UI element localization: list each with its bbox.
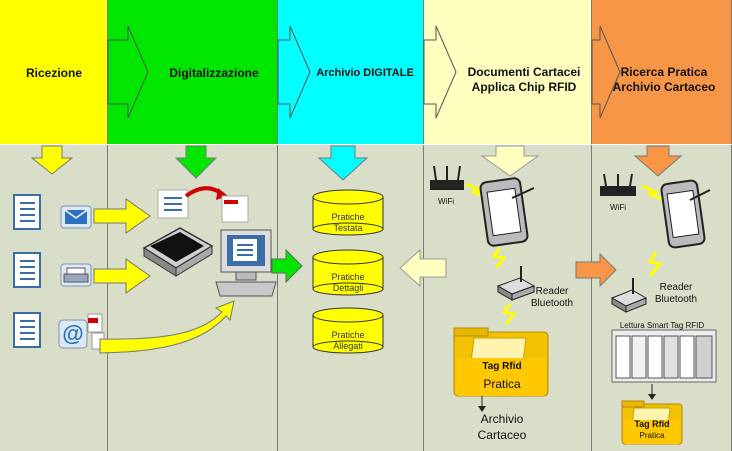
db-testata-line1: Pratiche [331,212,364,222]
header-chevron-4 [591,25,621,119]
arrow-email-to-scanner [93,198,151,234]
tag-rfid-label-2: Tag Rfid [634,419,669,429]
header-label-ricezione: Ricezione [25,66,82,80]
computer-icon [215,229,277,297]
db-allegati-line1: Pratiche [331,330,364,340]
arrow-documenti-to-archive [399,248,447,288]
lightning-3 [501,303,517,325]
lettura-smart-tag-label: Lettura Smart Tag RFID [619,321,705,330]
folder-icon-2 [621,400,683,445]
database-icon-allegati [312,307,384,354]
header-chevron-1 [107,25,149,119]
arrow-documenti-to-ricerca [575,252,617,288]
down-arrow-ricezione [30,145,74,175]
header-label-documenti-line1: Documenti Cartacei [467,65,581,79]
header-label-documenti-line2: Applica Chip RFID [471,80,577,94]
database-icon-testata [312,189,384,236]
router-icon-reader-1 [496,266,536,301]
document-icon-2 [13,252,41,288]
column-digitalizzazione [108,145,278,451]
header-chevron-3 [423,25,457,119]
header-label-ricerca-line1: Ricerca Pratica [620,65,708,79]
tablet-icon-1 [479,177,535,247]
doc-to-pdf-icon [157,186,249,223]
down-arrow-digitalizzazione [174,145,218,179]
envelope-icon [60,205,92,229]
database-icon-dettagli [312,249,384,296]
header-label-archivio-digitale: Archivio DIGITALE [316,67,414,79]
router-icon-reader-2 [610,278,648,313]
header-chevron-2 [277,25,311,119]
reader-label-2-line2: Bluetooth [654,294,698,305]
router-icon-wifi-2 [600,173,636,196]
wifi-label-2: WiFi [610,203,626,212]
db-dettagli-line2: Dettagli [333,283,364,293]
reader-label-line1: Reader [535,286,569,297]
printer-icon [60,263,92,287]
tablet-icon-2 [660,179,711,249]
arrow-mail-to-computer [99,300,235,354]
reader-label-2-line1: Reader [659,282,693,293]
header-label-digitalizzazione: Digitalizzazione [169,66,259,80]
archivio-cartaceo-line1: Archivio [480,412,524,426]
svg-text:@: @ [62,321,83,346]
pratica-label-1: Pratica [483,377,521,391]
router-icon-wifi-1 [430,165,464,190]
document-icon-1 [13,194,41,230]
header-ricezione [0,0,108,144]
wifi-label-1: WiFi [438,197,454,206]
lightning-4 [641,184,665,202]
scanner-icon [142,227,214,277]
db-testata-line2: Testata [333,223,362,233]
header-label-ricerca-line2: Archivio Cartaceo [612,80,716,94]
reader-label-line2: Bluetooth [530,298,574,309]
document-icon-3 [13,312,41,348]
folder-icon-1 [453,327,549,397]
arrow-fax-to-scanner [93,258,151,294]
tag-rfid-label-1: Tag Rfid [482,361,521,372]
filing-cabinet-icon [611,329,717,383]
arrow-computer-to-archive [271,248,303,284]
down-arrow-documenti [480,145,540,177]
down-arrow-ricerca [633,145,683,177]
at-sign-icon: @ [58,319,88,349]
arrowhead-to-folder [648,394,656,400]
pratica-label-2: Pratica [640,431,665,440]
db-allegati-line2: Allegati [333,341,363,351]
arrowhead-to-archivio [478,406,486,412]
down-arrow-archivio [317,145,369,181]
lightning-2 [491,247,507,269]
archivio-cartaceo-line2: Cartaceo [477,428,527,442]
db-dettagli-line1: Pratiche [331,272,364,282]
lightning-5 [647,251,663,277]
